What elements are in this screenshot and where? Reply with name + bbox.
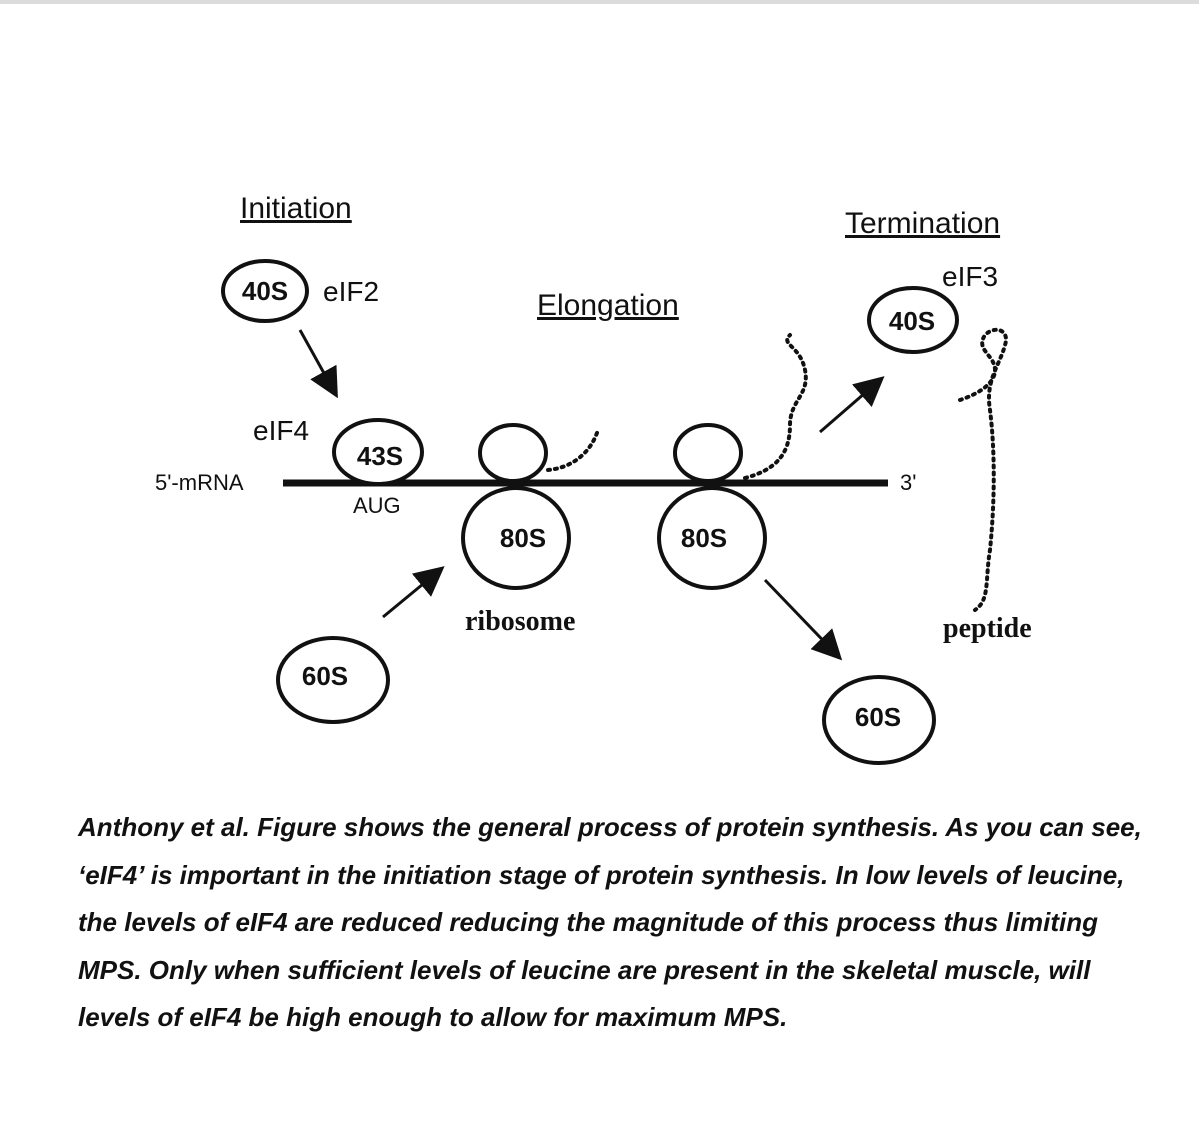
initiation-40s-subunit: [221, 259, 309, 323]
60s-release-arrow: [763, 578, 843, 661]
ribosome-label: ribosome: [465, 606, 575, 637]
ribosome-b-nascent-peptide: [743, 333, 808, 480]
peptide-label: peptide: [943, 613, 1032, 644]
60s-joining-arrow: [382, 566, 445, 619]
ribosome-b-large-subunit: [657, 486, 767, 590]
eif3-label: eIF3: [942, 261, 998, 292]
initiation-60s-subunit: [276, 636, 390, 724]
termination-60s-label: 60S: [855, 702, 901, 732]
termination-60s-subunit: [822, 675, 936, 765]
complex-43s: [332, 418, 424, 486]
complex-43s-label: 43S: [357, 441, 403, 471]
initiation-40s-label: 40S: [242, 276, 288, 306]
released-peptide: [958, 327, 1008, 612]
eif4-label: eIF4: [253, 415, 309, 446]
figure-caption: Anthony et al. Figure shows the general …: [78, 812, 1142, 1032]
eif2-label: eIF2: [323, 276, 379, 307]
three-prime-label: 3': [900, 470, 916, 495]
top-border: [0, 0, 1199, 4]
initiation-arrow: [298, 329, 338, 399]
ribosome-a-small-subunit: [478, 423, 548, 483]
elongation-heading: Elongation: [537, 289, 679, 322]
40s-release-arrow: [819, 376, 885, 434]
termination-40s-label: 40S: [889, 306, 935, 336]
ribosome-b-small-subunit: [673, 423, 743, 483]
initiation-heading: Initiation: [240, 192, 352, 225]
ribosome-a-large-subunit: [461, 486, 571, 590]
ribosome-b-label: 80S: [681, 523, 727, 553]
ribosome-a-label: 80S: [500, 523, 546, 553]
initiation-60s-label: 60S: [302, 661, 348, 691]
termination-heading: Termination: [845, 207, 1000, 240]
aug-start-codon-label: AUG: [353, 493, 401, 518]
termination-40s-subunit: [867, 286, 959, 354]
protein-synthesis-diagram: Initiation Elongation Termination 5'-mRN…: [155, 192, 1032, 765]
ribosome-a-nascent-peptide: [546, 428, 600, 472]
five-prime-mrna-label: 5'-mRNA: [155, 470, 244, 495]
